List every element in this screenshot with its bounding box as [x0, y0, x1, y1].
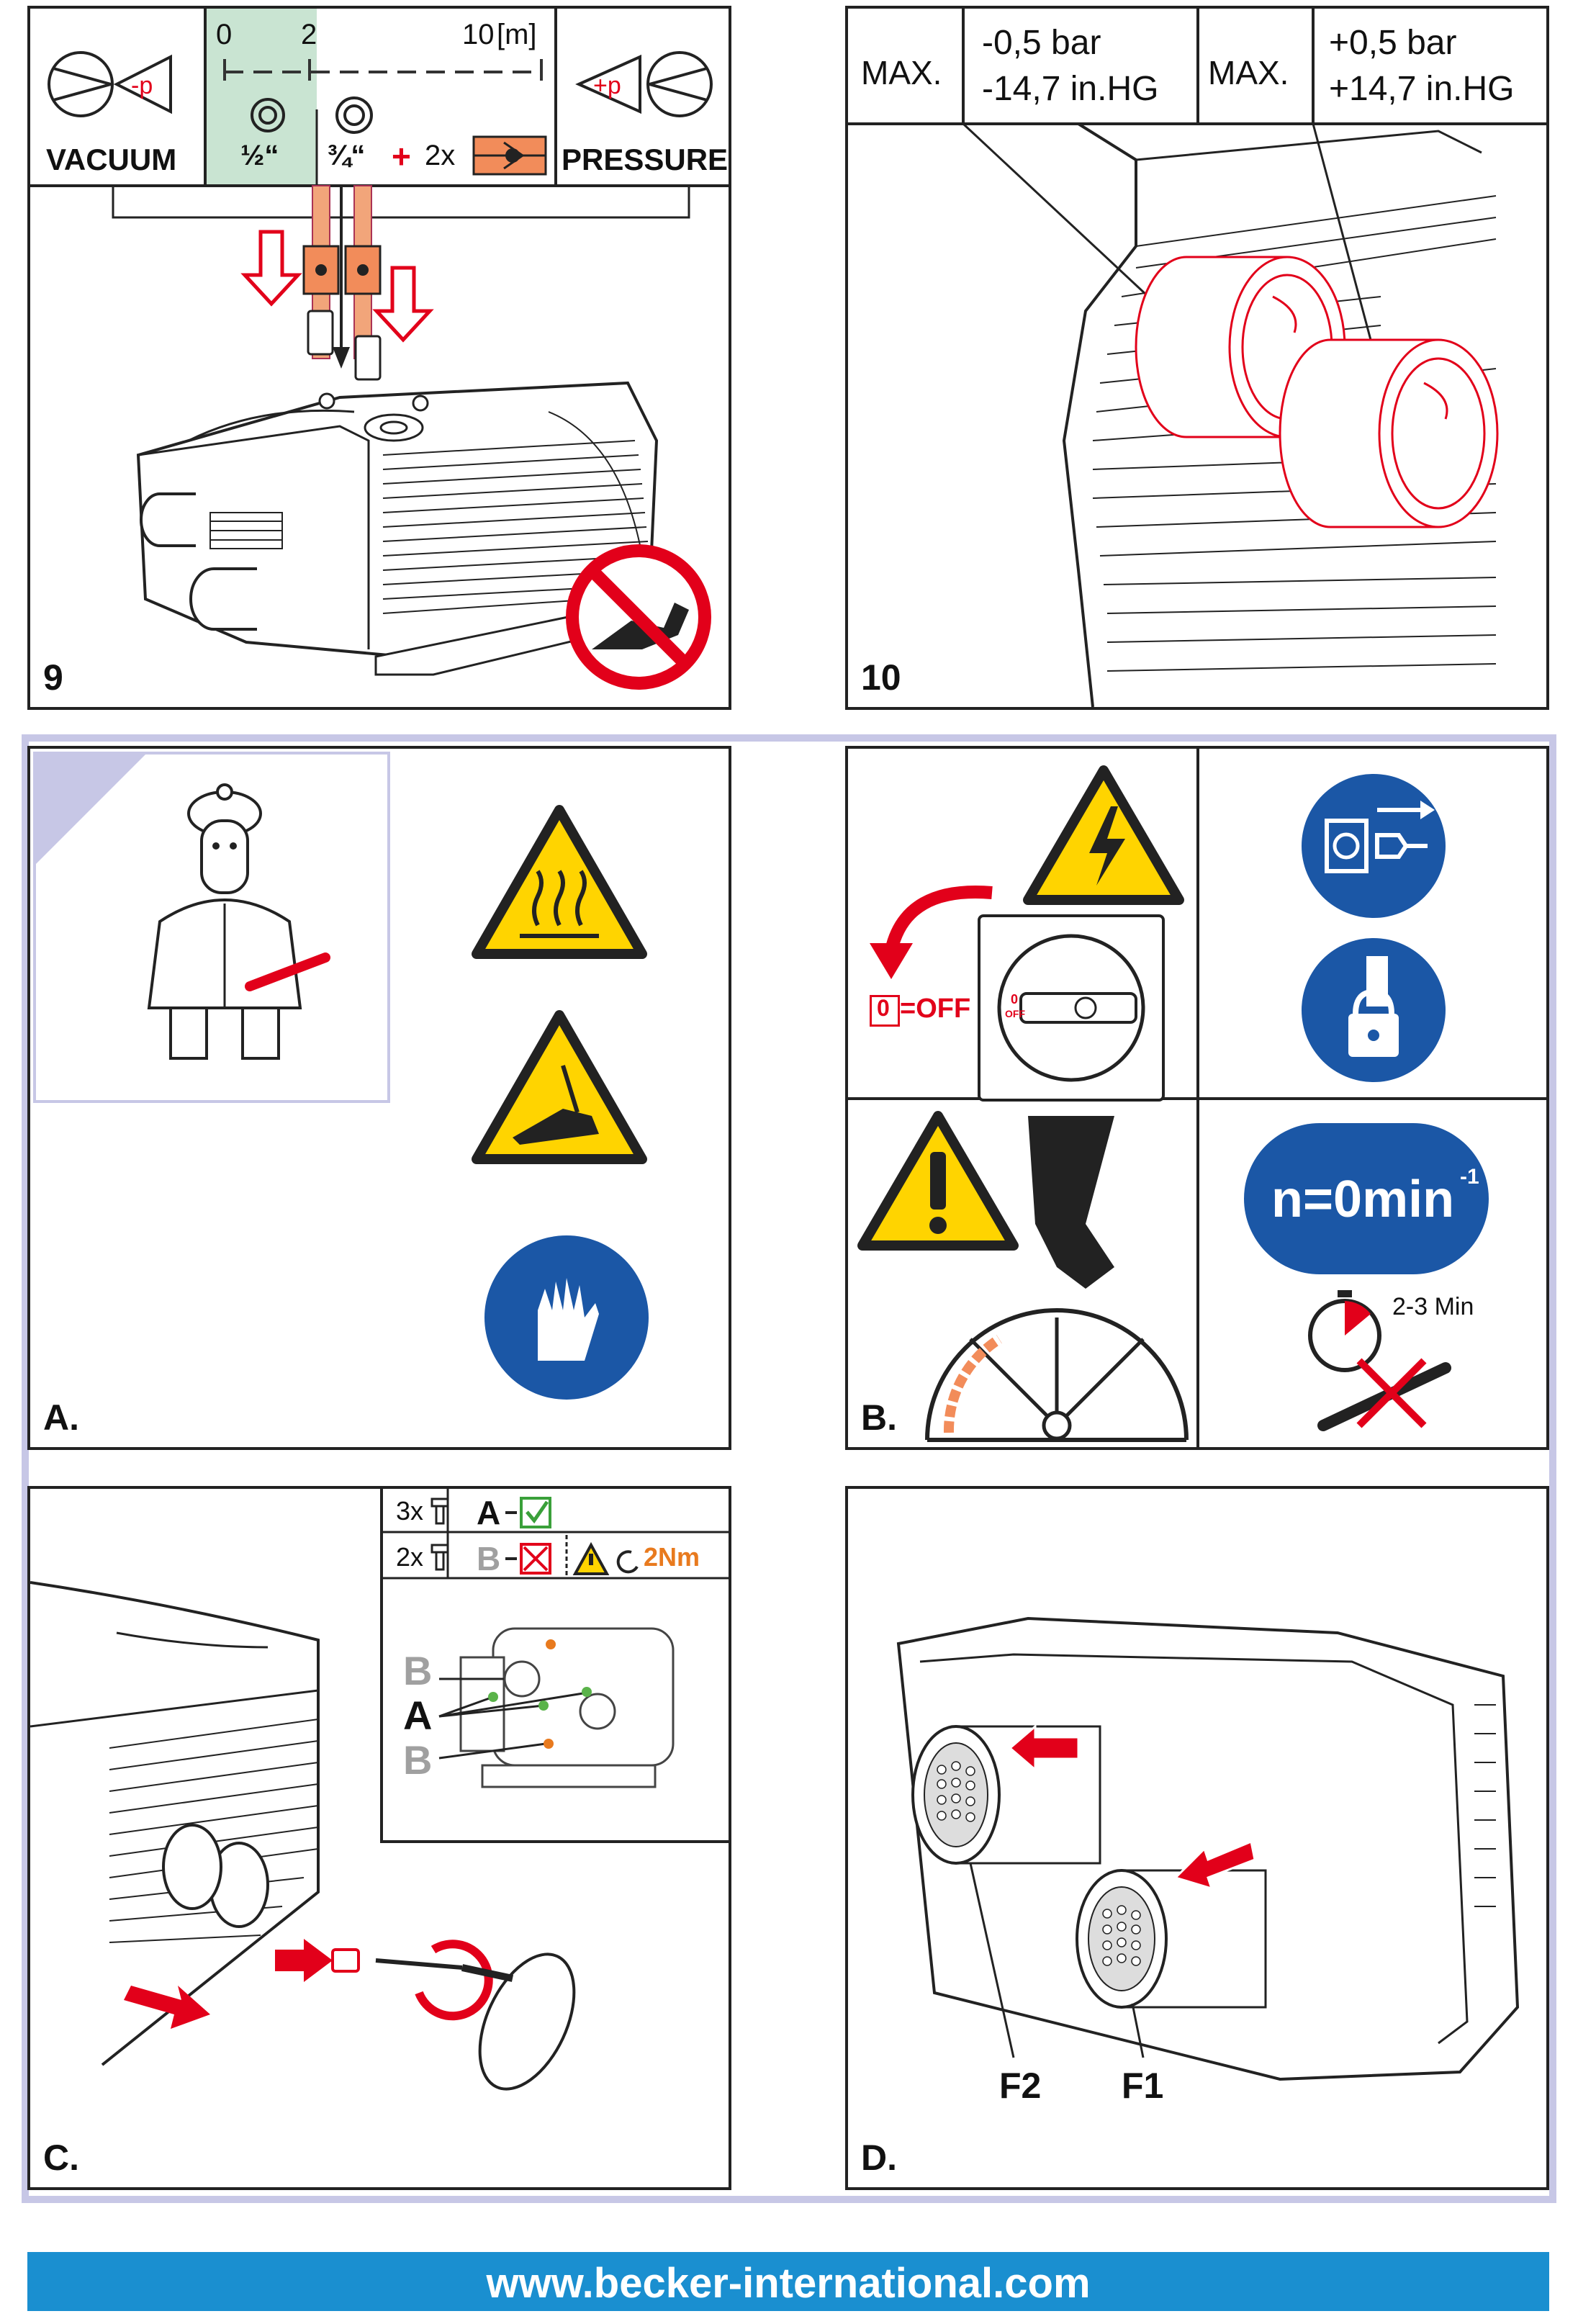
turn-off-arrow-icon — [870, 886, 993, 979]
figure-c-panel: 3x A 2x B 2Nm — [27, 1486, 731, 2190]
pump-illustration — [136, 381, 659, 676]
scale-unit: [m] — [497, 19, 537, 50]
fig-c-legend-grid — [380, 1489, 729, 1843]
pipe-size-half-icon — [251, 98, 285, 132]
unplug-icon — [1302, 774, 1446, 918]
switch-face-off: OFF — [1005, 1008, 1025, 1019]
screw-position-diagram — [438, 1627, 675, 1788]
figure-10-panel: MAX. -0,5 bar -14,7 in.HG MAX. +0,5 bar … — [845, 6, 1549, 710]
pipe-size-three-quarter-icon — [335, 96, 373, 134]
pressure-pump-symbol-icon — [575, 51, 713, 117]
vacuum-label: VACUUM — [46, 143, 177, 176]
callout-b-bottom: B — [403, 1737, 433, 1783]
figure-a-label: A. — [43, 1397, 79, 1438]
figure-d-panel: F2 F1 D. — [845, 1486, 1549, 2190]
vacuum-max-bar: -0,5 bar — [982, 24, 1101, 62]
figure-9-number: 9 — [43, 657, 63, 698]
pipe-size-three-quarter: ¾“ — [327, 140, 366, 171]
checkmark-icon — [505, 1497, 551, 1528]
screw-icons — [430, 1497, 449, 1571]
lower-frame-top — [22, 734, 1556, 742]
row1-qty: 3x — [396, 1496, 424, 1526]
pressure-label: PRESSURE — [562, 143, 729, 176]
lower-frame-left — [22, 734, 29, 2203]
max-label-1: MAX. — [861, 54, 942, 91]
fig9-header-lines — [30, 9, 729, 219]
no-wrench-icon — [1317, 1358, 1451, 1431]
no-oil-prohibition-icon — [566, 544, 711, 690]
valve-qty: 2x — [425, 140, 456, 171]
figure-d-label: D. — [861, 2138, 897, 2178]
figure-b-panel: 0 =OFF 0 OFF — [845, 746, 1549, 1450]
corner-triangle — [33, 752, 148, 867]
pipe-size-half: ½“ — [240, 140, 279, 171]
switch-off-text: =OFF — [900, 994, 971, 1024]
torque-warning-icon — [572, 1541, 639, 1575]
switch-off-box — [870, 995, 900, 1027]
electrical-hazard-warning-icon — [1023, 765, 1184, 905]
pressure-gauges-illustration — [962, 122, 1499, 707]
vacuum-symbol: -p — [131, 72, 153, 99]
check-valve-icon — [472, 135, 547, 176]
max-label-2: MAX. — [1208, 54, 1289, 91]
main-switch-icon — [978, 914, 1165, 1102]
row2-letter: B — [477, 1540, 501, 1577]
general-warning-icon — [857, 1111, 1019, 1251]
torque-value: 2Nm — [644, 1542, 700, 1572]
lockout-padlock-icon — [1302, 938, 1446, 1082]
lower-frame-bottom — [22, 2196, 1556, 2203]
fig10-header-lines — [848, 9, 1546, 125]
row2-qty: 2x — [396, 1542, 424, 1572]
pressure-symbol: +p — [593, 72, 621, 99]
callout-b-top: B — [403, 1648, 433, 1693]
speed-zero-badge — [1244, 1123, 1489, 1274]
row1-letter: A — [477, 1494, 501, 1531]
rotating-fan-hand-hazard-illustration — [925, 1116, 1189, 1442]
figure-10-number: 10 — [861, 657, 901, 698]
switch-face-0: 0 — [1011, 992, 1019, 1006]
hot-surface-warning-icon — [472, 805, 647, 959]
figure-b-label: B. — [861, 1397, 897, 1438]
technician-box — [33, 752, 390, 1103]
scale-0: 0 — [216, 19, 233, 50]
scale-2: 2 — [301, 19, 317, 50]
pressure-max-inhg: +14,7 in.HG — [1329, 70, 1515, 108]
speed-zero-text: n=0min — [1271, 1171, 1455, 1228]
figure-9-panel: -p VACUUM +p PRESSURE 0 2 10 [m] ½“ ¾“ +… — [27, 6, 731, 710]
cross-box-icon — [505, 1543, 551, 1575]
vacuum-pump-symbol-icon — [48, 51, 172, 117]
green-zone — [205, 9, 317, 186]
wait-time: 2-3 Min — [1392, 1293, 1474, 1320]
sharp-edge-warning-icon — [472, 1010, 647, 1164]
switch-off-symbol: 0 — [877, 995, 890, 1021]
footer-bar — [27, 2252, 1549, 2311]
filter-f1-label: F1 — [1122, 2066, 1164, 2106]
pressure-max-bar: +0,5 bar — [1329, 24, 1457, 62]
pump-cover-removal-illustration — [30, 1581, 576, 2091]
callout-a: A — [403, 1693, 433, 1738]
fig-b-grid — [848, 749, 1546, 1447]
figure-a-panel: A. — [27, 746, 731, 1450]
footer-url[interactable]: www.becker-international.com — [486, 2260, 1091, 2307]
lower-frame-right — [1549, 734, 1556, 2203]
technician-with-wrench-icon — [147, 783, 330, 1060]
stopwatch-icon — [1308, 1290, 1381, 1372]
figure-c-label: C. — [43, 2138, 79, 2178]
scale-10: 10 — [462, 19, 495, 50]
speed-zero-sup: -1 — [1460, 1165, 1479, 1189]
wear-gloves-icon — [484, 1235, 649, 1400]
filter-housing-illustration — [896, 1616, 1520, 2081]
filter-f2-label: F2 — [999, 2066, 1042, 2106]
vacuum-max-inhg: -14,7 in.HG — [982, 70, 1159, 108]
pipes-and-valves-illustration — [240, 185, 434, 381]
plus-sign: + — [392, 138, 411, 175]
